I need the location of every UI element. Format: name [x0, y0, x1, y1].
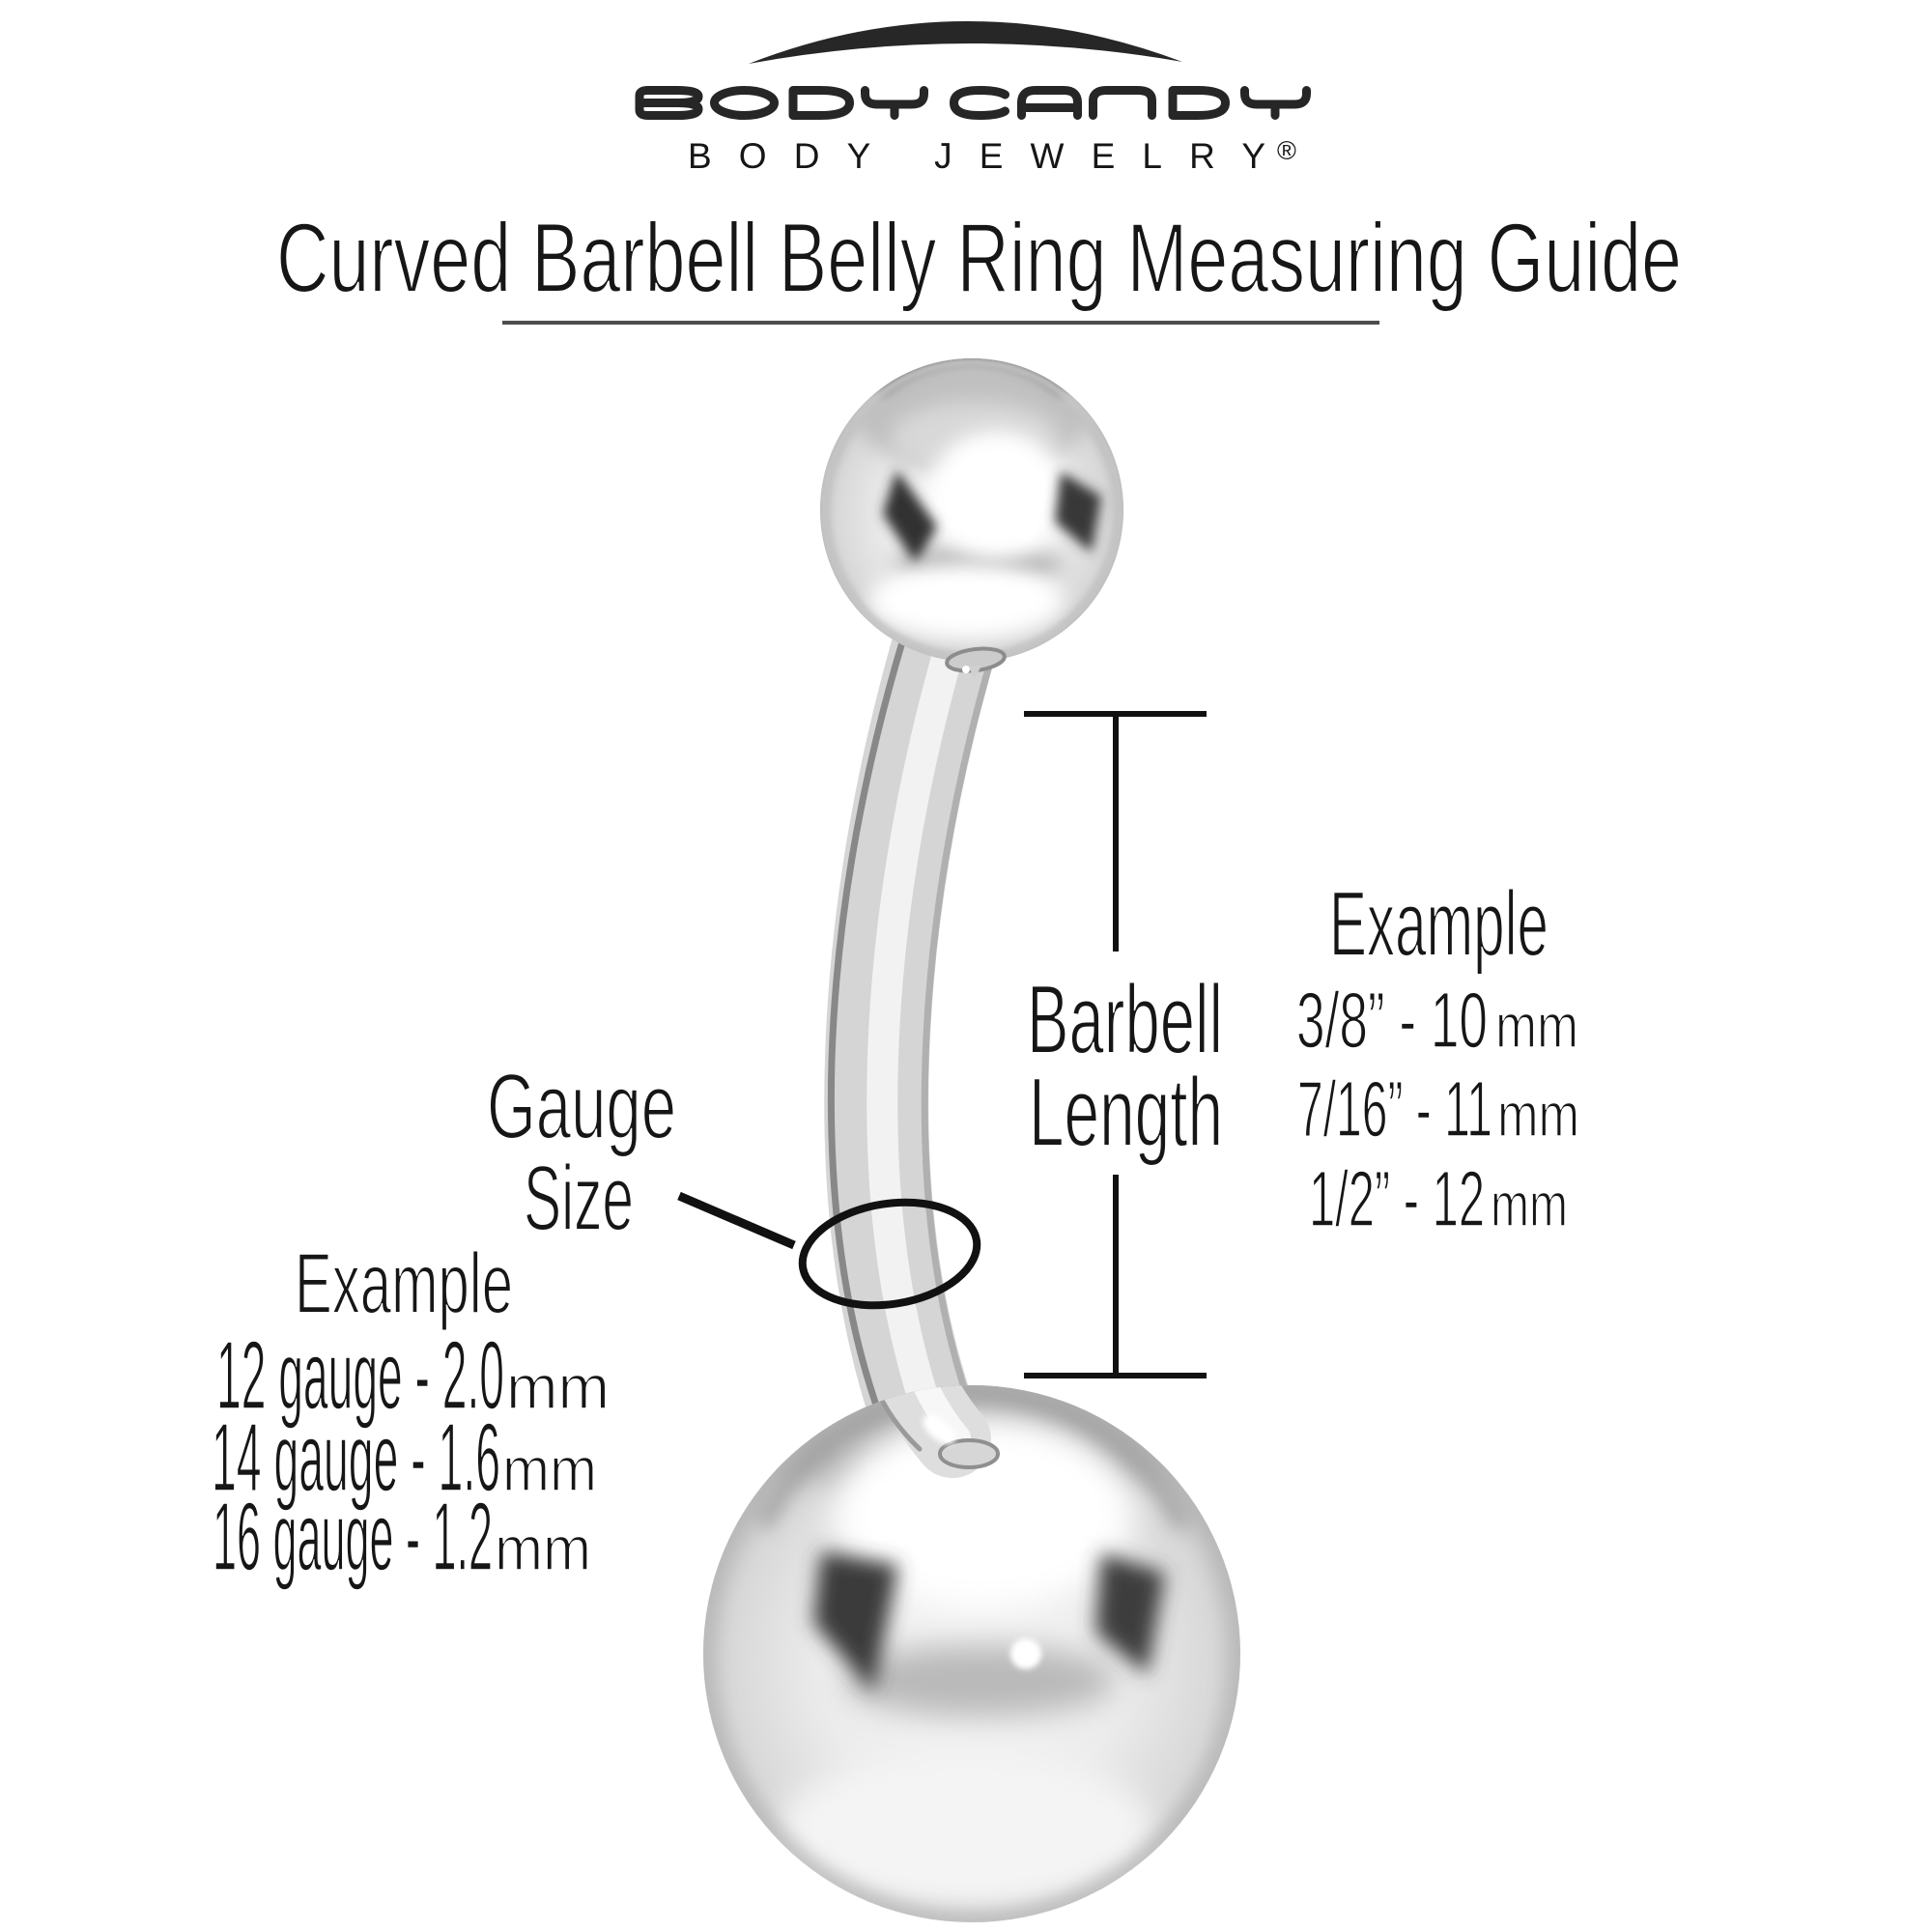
- svg-text:Example: Example: [1329, 872, 1548, 976]
- svg-text:1/2” - 12mm: 1/2” - 12mm: [1309, 1155, 1568, 1243]
- svg-text:Curved Barbell Belly Ring Meas: Curved Barbell Belly Ring Measuring Guid…: [276, 203, 1682, 313]
- svg-text:Example: Example: [295, 1235, 513, 1331]
- svg-text:16 gauge - 1.2mm: 16 gauge - 1.2mm: [213, 1483, 591, 1591]
- svg-text:®: ®: [1277, 136, 1296, 165]
- svg-text:Gauge: Gauge: [487, 1055, 676, 1158]
- svg-text:14 gauge - 1.6mm: 14 gauge - 1.6mm: [212, 1404, 597, 1512]
- svg-text:Size: Size: [524, 1147, 634, 1250]
- svg-text:Barbell: Barbell: [1027, 966, 1223, 1074]
- svg-text:7/16” - 11mm: 7/16” - 11mm: [1297, 1065, 1579, 1153]
- svg-text:12 gauge - 2.0mm: 12 gauge - 2.0mm: [216, 1321, 610, 1430]
- svg-text:Length: Length: [1029, 1059, 1223, 1167]
